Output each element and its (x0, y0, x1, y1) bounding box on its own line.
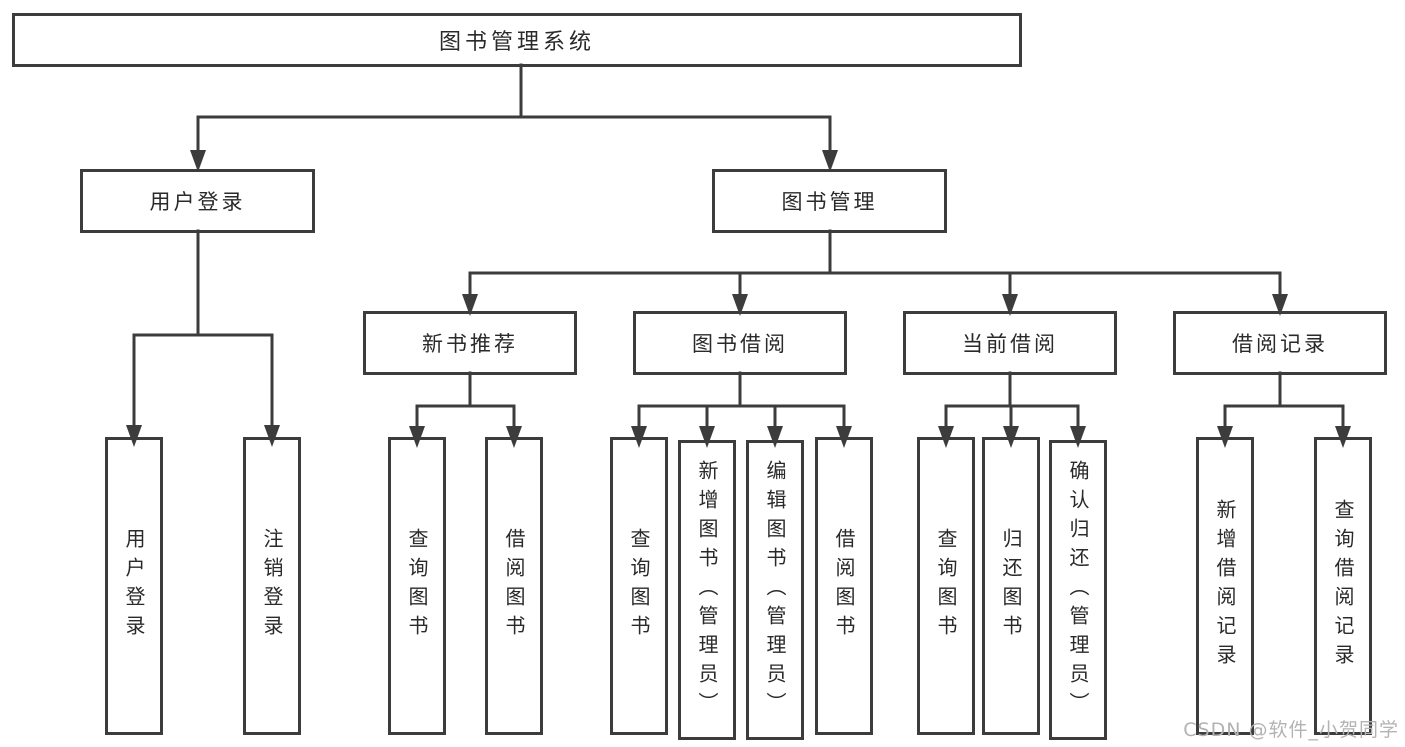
leaf-borrow-books-recommend: 借阅图书 (485, 437, 543, 735)
node-borrowing-records-label: 借阅记录 (1232, 332, 1328, 356)
node-new-book-recommend: 新书推荐 (363, 311, 577, 375)
leaf-user-login: 用户登录 (105, 437, 163, 735)
watermark: CSDN @软件_小贺同学 (1183, 719, 1399, 741)
leaf-query-books-current: 查询图书 (917, 437, 975, 735)
node-current-borrowing: 当前借阅 (903, 311, 1117, 375)
node-user-login: 用户登录 (80, 169, 315, 233)
leaf-query-books-recommend: 查询图书 (388, 437, 446, 735)
leaf-add-borrow-record: 新增借阅记录 (1196, 437, 1254, 735)
node-book-borrowing: 图书借阅 (633, 311, 847, 375)
node-new-book-recommend-label: 新书推荐 (422, 332, 518, 356)
node-user-login-label: 用户登录 (149, 190, 246, 214)
leaf-borrow-books: 借阅图书 (815, 437, 873, 735)
node-current-borrowing-label: 当前借阅 (962, 332, 1058, 356)
node-book-borrowing-label: 图书借阅 (692, 332, 788, 356)
node-book-management-label: 图书管理 (781, 190, 878, 214)
node-root-label: 图书管理系统 (438, 30, 595, 55)
leaf-query-borrow-record: 查询借阅记录 (1314, 437, 1372, 735)
node-root: 图书管理系统 (12, 13, 1022, 67)
leaf-return-books: 归还图书 (982, 437, 1040, 735)
leaf-edit-books-admin: 编辑图书（管理员） (746, 440, 804, 740)
leaf-query-books-borrowing: 查询图书 (610, 437, 668, 735)
node-borrowing-records: 借阅记录 (1173, 311, 1387, 375)
leaf-logout: 注销登录 (243, 437, 301, 735)
leaf-add-books-admin: 新增图书（管理员） (678, 440, 736, 740)
node-book-management: 图书管理 (712, 169, 947, 233)
leaf-confirm-return-admin: 确认归还（管理员） (1049, 440, 1107, 740)
